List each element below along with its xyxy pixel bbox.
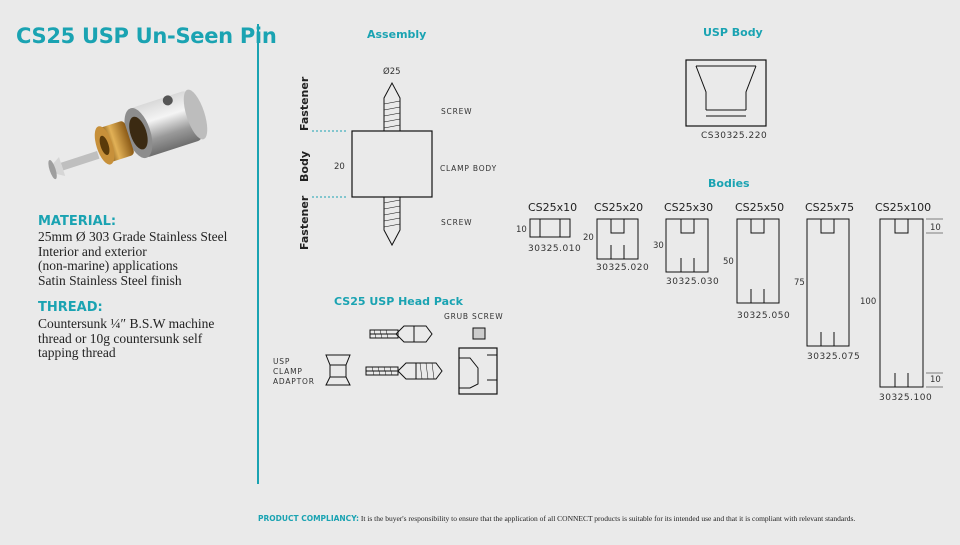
- material-line: Interior and exterior: [38, 243, 147, 259]
- body-dim: 10: [516, 225, 527, 235]
- body-code: 30325.010: [528, 244, 582, 254]
- material-text: 25mm Ø 303 Grade Stainless Steel Interio…: [38, 229, 228, 288]
- thread-line: Countersunk ¼″ B.S.W machine: [38, 316, 215, 331]
- usp-body-code: CS30325.220: [701, 131, 768, 141]
- screw-top-callout: SCREW: [441, 107, 473, 116]
- assembly-heading: Assembly: [367, 28, 427, 41]
- body-code: 30325.075: [807, 352, 861, 362]
- body-end-dim-top: 10: [930, 223, 941, 233]
- usp-body-heading: USP Body: [703, 26, 763, 39]
- body-name: CS25x75: [805, 201, 855, 214]
- assembly-diameter: Ø25: [383, 67, 401, 77]
- compliancy-footer: PRODUCT COMPLIANCY: It is the buyer's re…: [258, 514, 855, 523]
- body-name: CS25x50: [735, 201, 785, 214]
- body-dim: 75: [794, 278, 805, 288]
- material-line: (non-marine) applications: [38, 258, 178, 273]
- body-code: 30325.050: [737, 311, 791, 321]
- fastener-top-label: Fastener: [298, 76, 311, 131]
- grub-screw-label: GRUB SCREW: [444, 312, 504, 321]
- screw-bottom-callout: SCREW: [441, 218, 473, 227]
- thread-text: Countersunk ¼″ B.S.W machine thread or 1…: [38, 316, 215, 361]
- body-code: 30325.030: [666, 277, 720, 287]
- vertical-divider: [257, 24, 259, 484]
- compliancy-label: PRODUCT COMPLIANCY:: [258, 514, 359, 523]
- material-heading: MATERIAL:: [38, 214, 117, 229]
- body-dim: 50: [723, 257, 734, 267]
- head-pack-heading: CS25 USP Head Pack: [334, 295, 463, 308]
- compliancy-text: It is the buyer's responsibility to ensu…: [358, 514, 856, 523]
- thread-line: tapping thread: [38, 345, 116, 360]
- body-code: 30325.100: [879, 393, 933, 403]
- product-photo: [48, 89, 208, 180]
- clamp-body-callout: CLAMP BODY: [440, 164, 497, 173]
- body-dim: 30: [653, 241, 664, 251]
- body-label: Body: [298, 151, 311, 182]
- adaptor-label-line: CLAMP: [273, 367, 303, 376]
- material-line: 25mm Ø 303 Grade Stainless Steel: [38, 229, 228, 244]
- adaptor-label-line: USP: [273, 357, 291, 366]
- assembly-height: 20: [334, 162, 345, 172]
- body-code: 30325.020: [596, 263, 650, 273]
- body-name: CS25x30: [664, 201, 714, 214]
- thread-line: thread or 10g countersunk self: [38, 330, 203, 346]
- body-end-dim-bottom: 10: [930, 375, 941, 385]
- fastener-bottom-label: Fastener: [298, 195, 311, 250]
- adaptor-label: USP CLAMP ADAPTOR: [273, 357, 315, 387]
- body-name: CS25x20: [594, 201, 644, 214]
- thread-heading: THREAD:: [38, 300, 103, 315]
- page-title: CS25 USP Un-Seen Pin: [16, 24, 277, 48]
- body-dim: 20: [583, 233, 594, 243]
- body-dim: 100: [860, 297, 877, 307]
- body-name: CS25x10: [528, 201, 578, 214]
- bodies-heading: Bodies: [708, 177, 750, 190]
- material-line: Satin Stainless Steel finish: [38, 272, 182, 288]
- body-name: CS25x100: [875, 201, 932, 214]
- adaptor-label-line: ADAPTOR: [273, 377, 315, 386]
